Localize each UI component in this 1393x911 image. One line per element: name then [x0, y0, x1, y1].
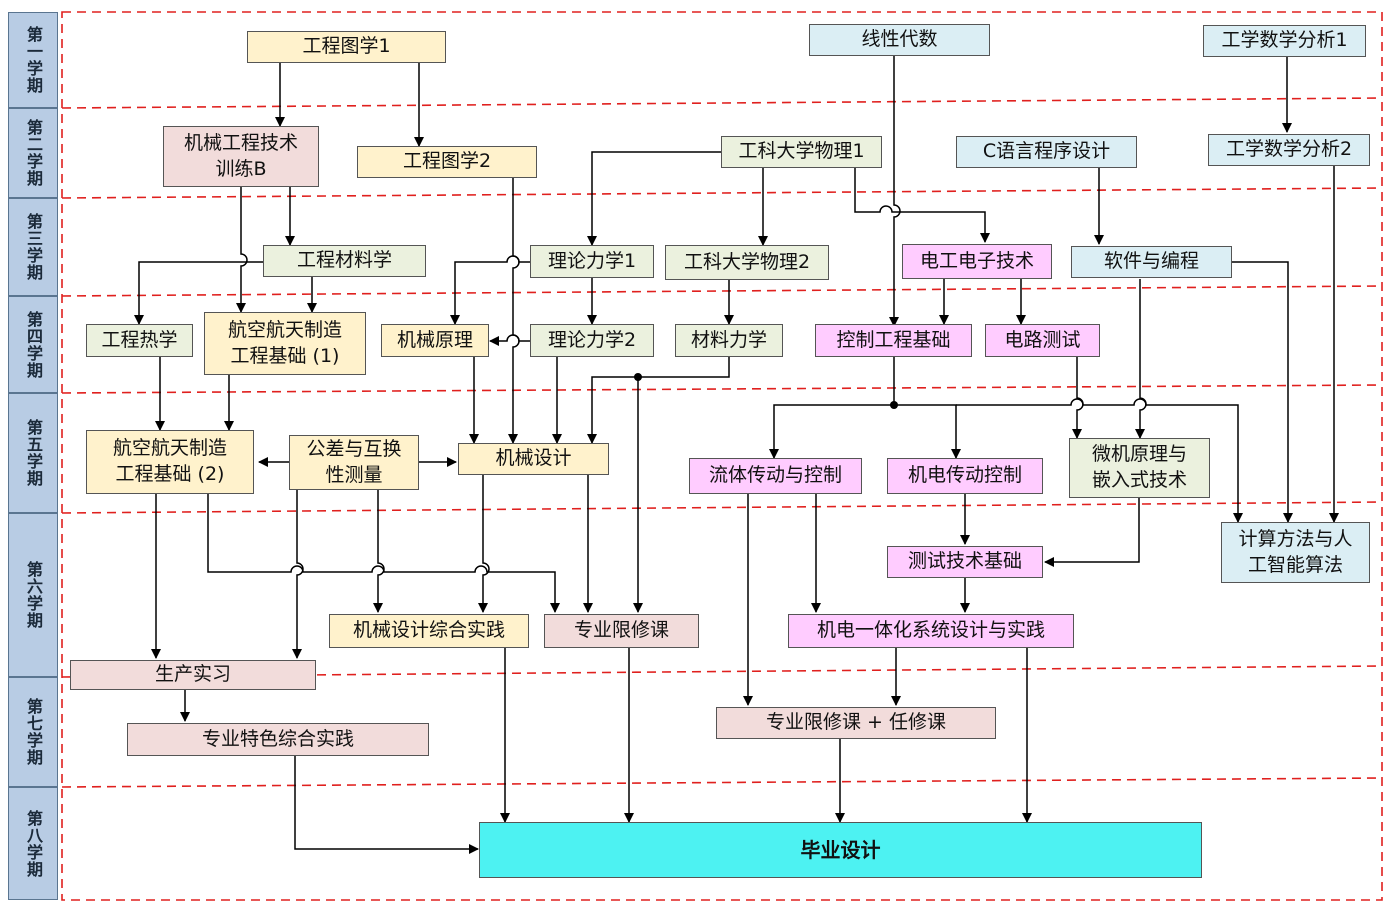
course-theoretical-mechanics-1: 理论力学1 [530, 245, 654, 278]
course-fluid-transmission-control: 流体传动与控制 [689, 458, 862, 494]
semester-label-5: 第五学期 [8, 393, 58, 513]
course-mechatronics-system-design: 机电一体化系统设计与实践 [788, 614, 1074, 648]
course-specialty-practice: 专业特色综合实践 [127, 723, 429, 756]
course-material-mechanics: 材料力学 [675, 324, 783, 357]
course-engineering-materials: 工程材料学 [263, 245, 426, 277]
course-production-internship: 生产实习 [70, 660, 316, 690]
course-computational-ai-algorithms: 计算方法与人 工智能算法 [1221, 522, 1370, 583]
course-mechanical-training-b: 机械工程技术 训练B [163, 126, 319, 187]
course-restricted-electives: 专业限修课 [544, 614, 699, 648]
semester-label-6: 第六学期 [8, 513, 58, 677]
course-restricted-and-free-electives: 专业限修课 + 任修课 [716, 707, 996, 739]
course-physics-2: 工科大学物理2 [665, 245, 829, 280]
course-math-analysis-1: 工学数学分析1 [1203, 25, 1366, 57]
course-engineering-thermal: 工程热学 [86, 324, 193, 357]
course-microcomputer-embedded: 微机原理与 嵌入式技术 [1069, 438, 1210, 498]
semester-grid [61, 11, 1383, 901]
course-aerospace-manufacturing-1: 航空航天制造 工程基础 (1) [204, 312, 366, 375]
course-physics-1: 工科大学物理1 [721, 136, 882, 168]
course-theoretical-mechanics-2: 理论力学2 [530, 324, 654, 357]
course-control-engineering: 控制工程基础 [815, 324, 972, 357]
semester-label-4: 第四学期 [8, 296, 58, 393]
course-circuit-testing: 电路测试 [985, 324, 1100, 357]
course-electromechanical-drive: 机电传动控制 [887, 458, 1043, 494]
course-aerospace-manufacturing-2: 航空航天制造 工程基础 (2) [86, 430, 254, 494]
course-linear-algebra: 线性代数 [809, 24, 990, 56]
course-math-analysis-2: 工学数学分析2 [1208, 134, 1370, 166]
prerequisite-arrows [134, 56, 1339, 854]
course-software-programming: 软件与编程 [1071, 246, 1232, 278]
course-mechanical-design: 机械设计 [458, 443, 609, 475]
course-testing-technology: 测试技术基础 [887, 546, 1043, 578]
course-tolerance-measurement: 公差与互换 性测量 [289, 435, 419, 490]
course-c-programming: C语言程序设计 [956, 136, 1137, 168]
course-engineering-graphics-2: 工程图学2 [357, 146, 537, 178]
course-engineering-graphics-1: 工程图学1 [247, 31, 446, 63]
semester-label-7: 第七学期 [8, 677, 58, 787]
semester-label-2: 第二学期 [8, 108, 58, 198]
semester-label-1: 第一学期 [8, 12, 58, 108]
semester-label-8: 第八学期 [8, 787, 58, 900]
junction-dots [634, 373, 898, 409]
course-mechanism-principles: 机械原理 [381, 324, 489, 357]
course-mechanical-design-practice: 机械设计综合实践 [329, 614, 529, 648]
course-graduation-project: 毕业设计 [479, 822, 1202, 878]
course-electrical-electronics: 电工电子技术 [902, 244, 1052, 279]
semester-label-3: 第三学期 [8, 198, 58, 296]
